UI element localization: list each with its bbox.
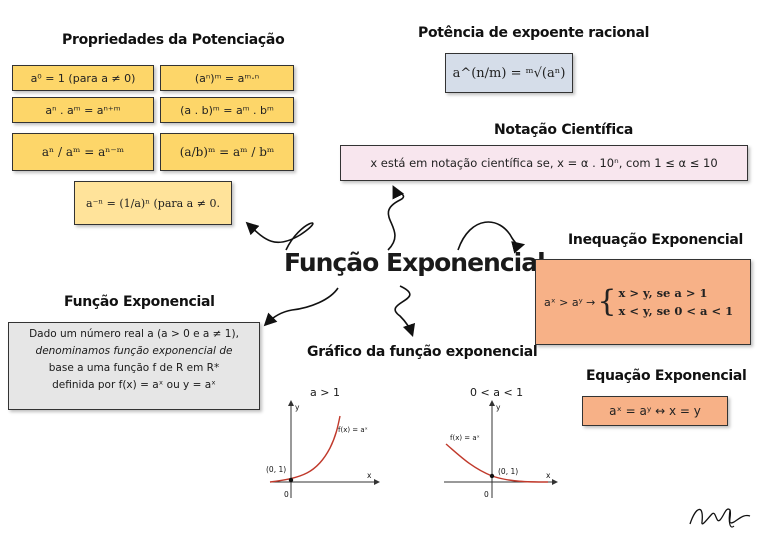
definicao-line-3: base a uma função f de R em R*: [48, 362, 220, 374]
central-title: Função Exponencial: [284, 248, 546, 277]
func-label: f(x) = aˣ: [338, 426, 368, 434]
arrow-to-propriedades-icon: [245, 221, 314, 251]
point-0-1: [489, 473, 495, 479]
arrow-to-notacao-icon: [387, 185, 405, 251]
definicao-box: Dado um número real a (a > 0 e a ≠ 1), d…: [8, 322, 260, 410]
graph-right-condition: 0 < a < 1: [470, 386, 524, 399]
arrow-to-definicao-icon: [263, 287, 339, 327]
func-label: f(x) = aˣ: [450, 434, 480, 442]
arrow-to-grafico-icon: [394, 285, 416, 338]
origin-label: 0: [484, 490, 489, 499]
graph-growth: (0, 1) 0 x y f(x) = aˣ: [266, 400, 380, 499]
x-label: x: [367, 471, 372, 480]
rule-zero-exponent: a⁰ = 1 (para a ≠ 0): [12, 65, 154, 91]
racional-formula: a^(n/m) = ᵐ√(aⁿ): [445, 53, 573, 93]
rule-product: aⁿ . aᵐ = aⁿ⁺ᵐ: [12, 97, 154, 123]
decay-curve: [445, 443, 549, 483]
equacao-title: Equação Exponencial: [586, 368, 747, 384]
notacao-title: Notação Científica: [494, 122, 633, 138]
inequacao-case-2: x < y, se 0 < a < 1: [618, 304, 734, 318]
rule-power-of-power: (aⁿ)ᵐ = aᵐ·ⁿ: [160, 65, 294, 91]
rule-negative-exponent: a⁻ⁿ = (1/a)ⁿ (para a ≠ 0.: [74, 181, 232, 225]
signature-icon: [689, 508, 751, 528]
x-arrow-icon: [374, 479, 380, 485]
definicao-line-1: Dado um número real a (a > 0 e a ≠ 1),: [29, 328, 239, 340]
inequacao-cases: x > y, se a > 1 x < y, se 0 < a < 1: [618, 284, 733, 320]
x-label: x: [546, 471, 551, 480]
notacao-formula: x está em notação científica se, x = α .…: [340, 145, 748, 181]
rule-quotient: aⁿ / aᵐ = aⁿ⁻ᵐ: [12, 133, 154, 171]
rule-fraction-power: (a/b)ᵐ = aᵐ / bᵐ: [160, 133, 294, 171]
inequacao-title: Inequação Exponencial: [568, 232, 744, 248]
y-arrow-icon: [288, 400, 294, 406]
inequacao-lhs: aˣ > aʸ →: [544, 295, 596, 309]
x-arrow-icon: [552, 479, 558, 485]
y-arrow-icon: [489, 400, 495, 406]
brace-icon: {: [597, 284, 617, 319]
rule-product-power: (a . b)ᵐ = aᵐ . bᵐ: [160, 97, 294, 123]
inequacao-case-1: x > y, se a > 1: [618, 286, 708, 300]
point-0-1: [288, 477, 294, 483]
point-label: (0, 1): [498, 467, 518, 476]
grafico-title: Gráfico da função exponencial: [307, 344, 538, 360]
graph-decay: (0, 1) 0 x y f(x) = aˣ: [444, 400, 558, 499]
origin-label: 0: [284, 490, 289, 499]
inequacao-box: aˣ > aʸ → { x > y, se a > 1 x < y, se 0 …: [535, 259, 751, 345]
definicao-line-4: definida por f(x) = aˣ ou y = aˣ: [52, 379, 216, 391]
graph-left-condition: a > 1: [310, 386, 340, 399]
y-label: y: [496, 403, 501, 412]
equacao-formula: aˣ = aʸ ↔ x = y: [582, 396, 728, 426]
definicao-line-2: denominamos função exponencial de: [35, 345, 233, 357]
point-label: (0, 1): [266, 465, 286, 474]
propriedades-title: Propriedades da Potenciação: [62, 32, 285, 48]
growth-curve: [269, 415, 341, 483]
y-label: y: [295, 403, 300, 412]
racional-title: Potência de expoente racional: [418, 25, 650, 41]
arrow-to-inequacao-icon: [457, 221, 526, 254]
definicao-title: Função Exponencial: [64, 294, 215, 310]
